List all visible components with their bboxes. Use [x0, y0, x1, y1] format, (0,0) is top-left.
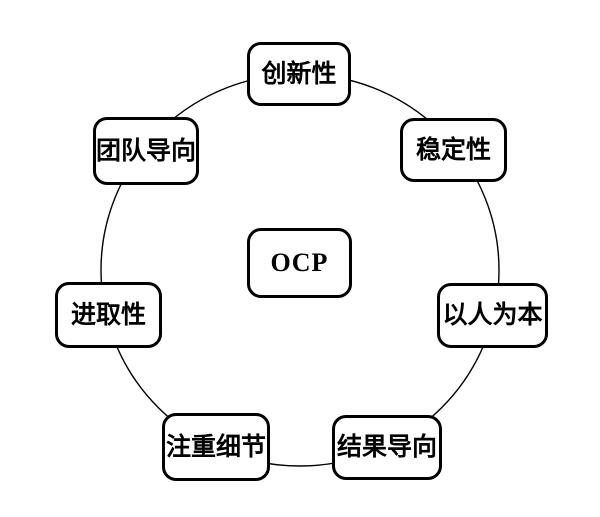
node-innovation-label: 创新性 — [261, 60, 337, 88]
node-people-oriented-label: 以人为本 — [442, 302, 543, 329]
node-detail-focused-label: 注重细节 — [165, 433, 266, 461]
node-stability-label: 稳定性 — [415, 136, 491, 164]
node-result-oriented-label: 结果导向 — [336, 434, 437, 461]
node-stability: 稳定性 — [400, 118, 507, 182]
node-result-oriented: 结果导向 — [332, 415, 442, 480]
node-enterprising: 进取性 — [55, 282, 162, 348]
node-team-oriented-label: 团队导向 — [96, 137, 197, 165]
node-ocp-center: OCP — [247, 228, 352, 298]
node-detail-focused: 注重细节 — [162, 413, 270, 481]
node-enterprising-label: 进取性 — [70, 301, 146, 329]
node-team-oriented: 团队导向 — [93, 117, 199, 185]
node-ocp-center-label: OCP — [270, 248, 329, 277]
node-people-oriented: 以人为本 — [437, 283, 548, 348]
node-innovation: 创新性 — [247, 42, 351, 106]
